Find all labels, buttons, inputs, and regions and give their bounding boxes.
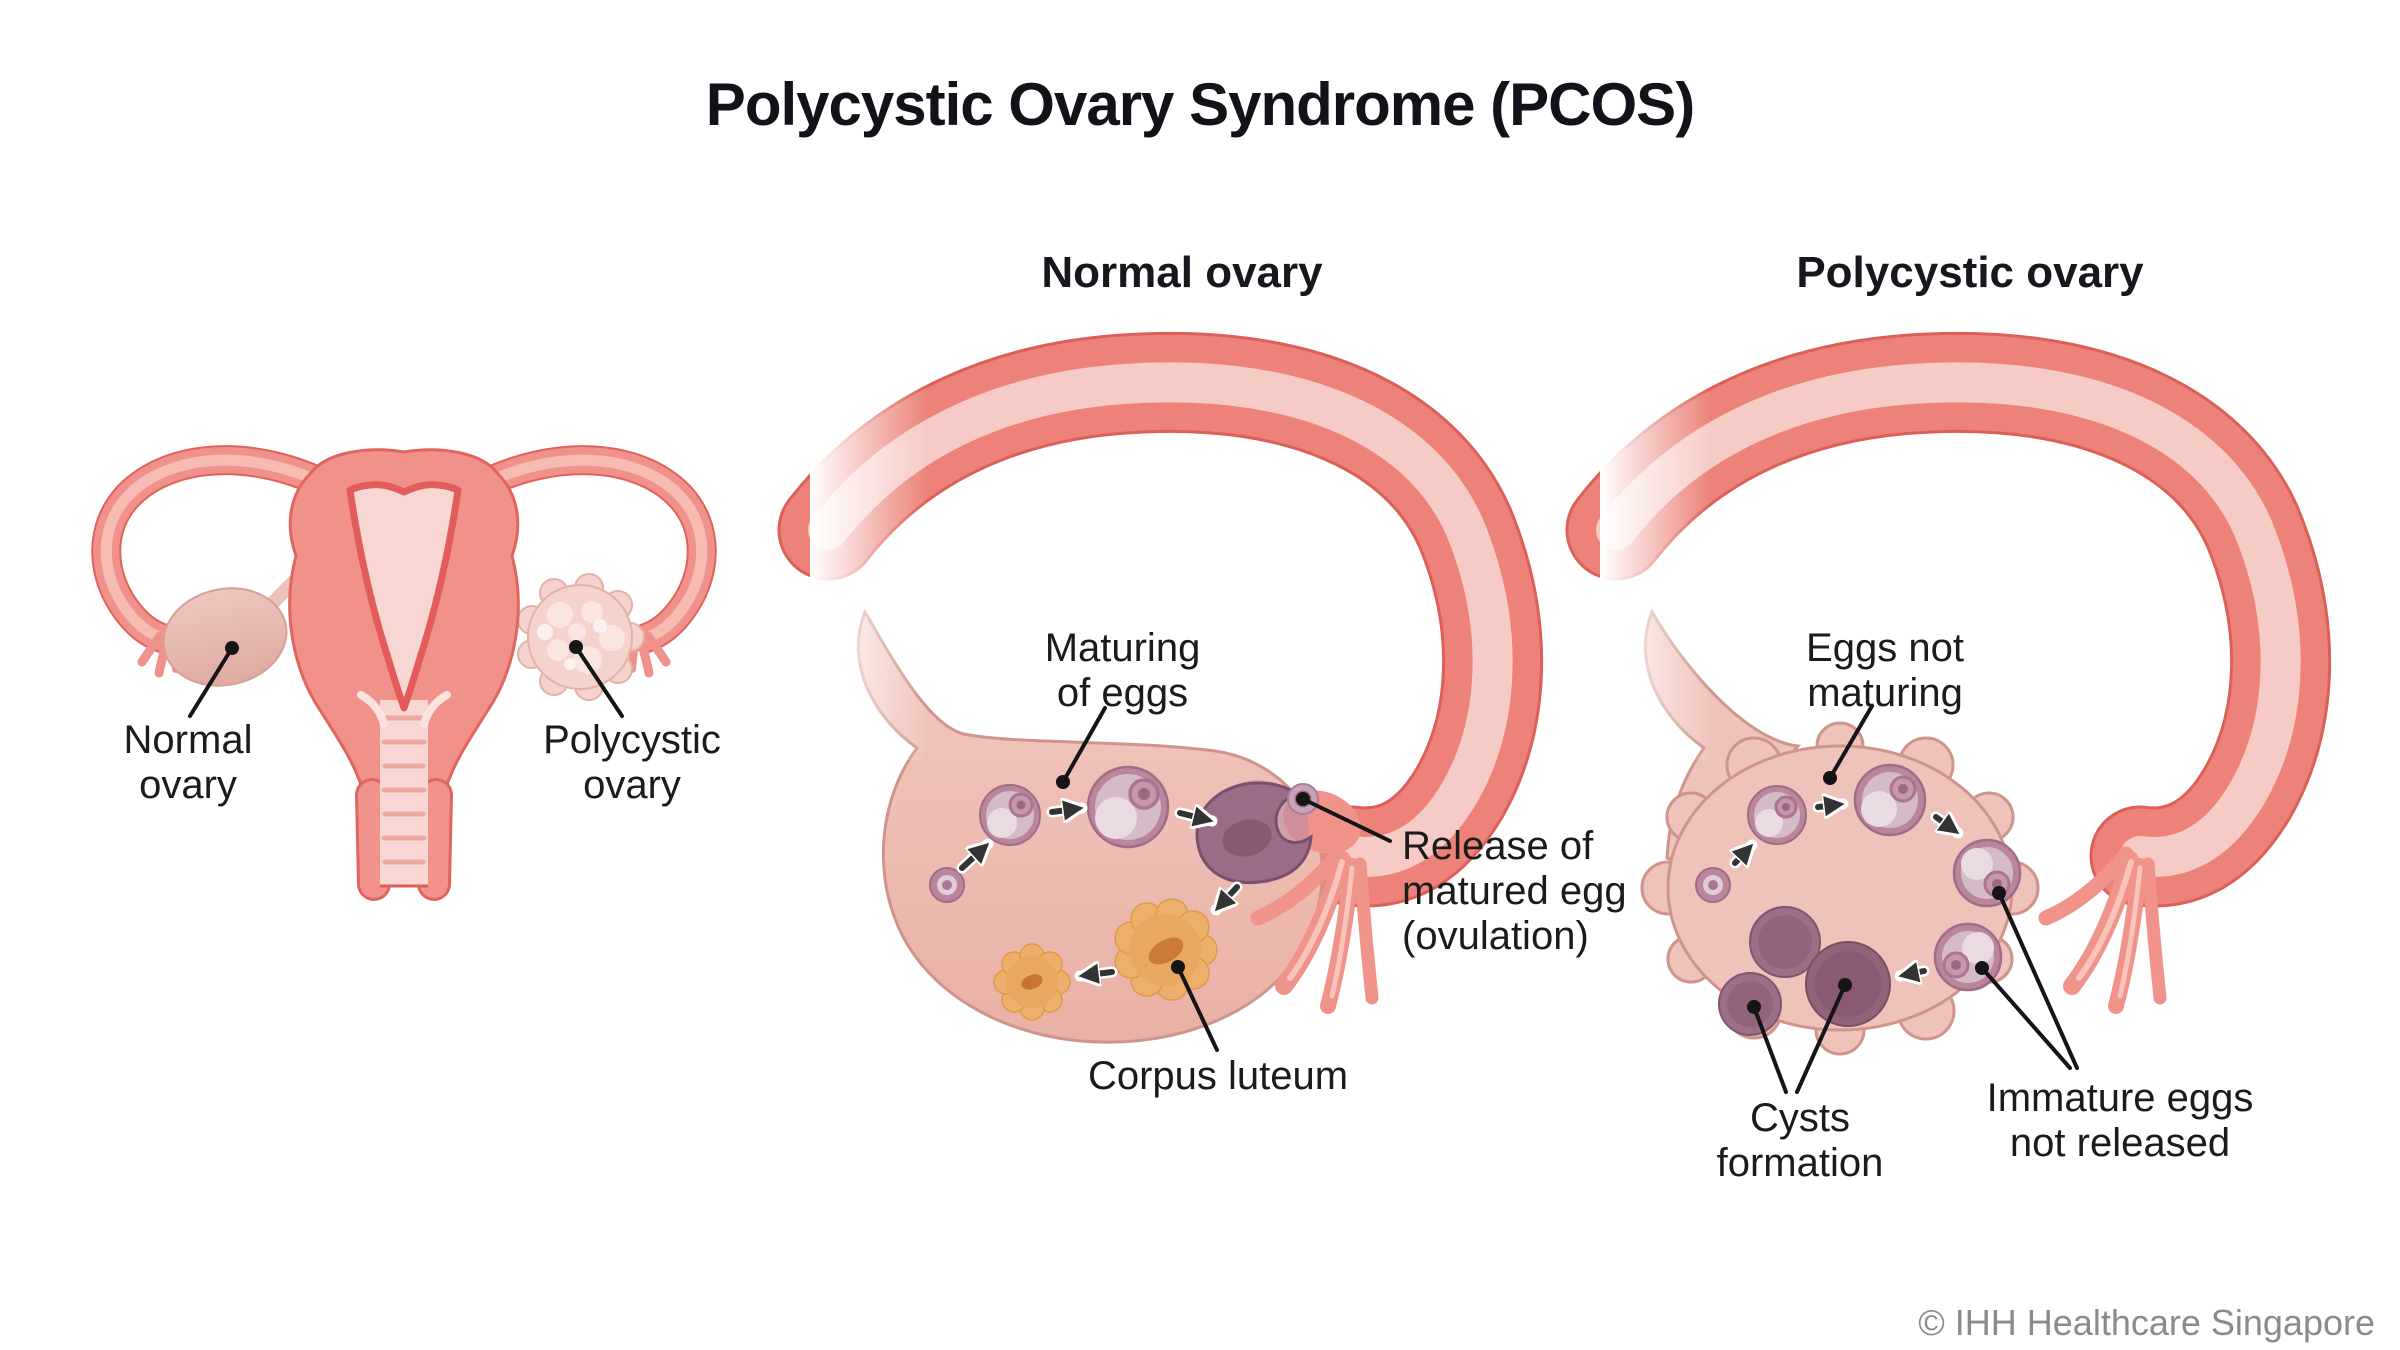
- mature-follicle: [1086, 765, 1170, 849]
- polycystic-ovary-illustration: [1565, 330, 2332, 1094]
- corpus-luteum-large: [1114, 898, 1218, 1001]
- fimbriae-pcos: [2038, 846, 2167, 1014]
- cycle-arrows-pcos: [1735, 804, 1958, 976]
- ovulating-follicle: [1195, 780, 1313, 885]
- fallopian-tube-normal: [777, 331, 1544, 908]
- page-title: Polycystic Ovary Syndrome (PCOS): [705, 71, 1695, 138]
- overview-leader-lines: [188, 645, 624, 718]
- fallopian-tube-pcos: [1565, 331, 2332, 908]
- cervical-canal: [357, 691, 451, 888]
- pcos-panel-header: Polycystic ovary: [1796, 248, 2144, 297]
- fimbriae-normal: [1250, 790, 1379, 1014]
- primordial-follicle: [929, 867, 965, 903]
- label-corpus-luteum: Corpus luteum: [1087, 1054, 1349, 1098]
- label-release-of-matured-egg: Release of matured egg (ovulation): [1402, 824, 1627, 958]
- label-normal-ovary: Normal ovary: [123, 718, 253, 807]
- corpus-luteum-small: [993, 943, 1071, 1021]
- fade-overlay: [810, 330, 928, 760]
- pcos-follicle-2: [1747, 785, 1807, 845]
- fade-overlay: [1600, 330, 1712, 760]
- copyright-notice: © IHH Healthcare Singapore: [1918, 1302, 2375, 1343]
- normal-leader-lines: [1056, 706, 1392, 1052]
- pcos-follicle-3: [1853, 763, 1927, 837]
- label-cysts-formation: Cysts formation: [1716, 1096, 1884, 1185]
- pcos-primordial-follicle: [1695, 867, 1731, 903]
- polycystic-ovary-small: [517, 573, 645, 701]
- normal-panel-header: Normal ovary: [1041, 248, 1323, 297]
- growing-follicle: [979, 784, 1041, 846]
- cycle-arrows-normal: [956, 808, 1243, 976]
- pcos-leader-lines: [1747, 704, 2079, 1094]
- uterine-cavity: [346, 481, 462, 712]
- label-immature-eggs: Immature eggs not released: [1986, 1076, 2254, 1165]
- vagina-walls: [355, 778, 453, 901]
- label-eggs-not-maturing: Eggs not maturing: [1806, 626, 1964, 715]
- uterus-overview-illustration: [91, 445, 717, 901]
- normal-ovary-illustration: [777, 330, 1544, 1052]
- label-polycystic-ovary: Polycystic ovary: [543, 718, 721, 807]
- label-maturing-of-eggs: Maturing of eggs: [1044, 626, 1201, 715]
- normal-ovary-small: [162, 587, 288, 687]
- pcos-follicle-immature-1: [1952, 838, 2022, 908]
